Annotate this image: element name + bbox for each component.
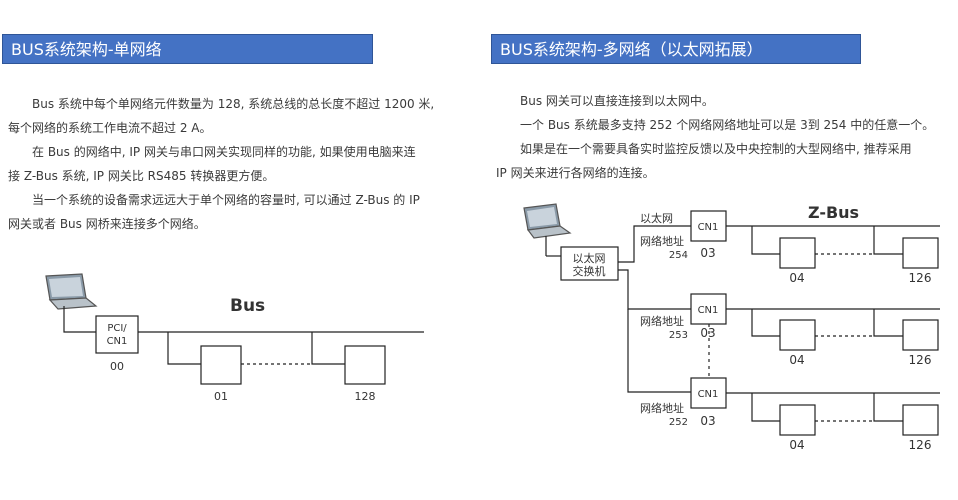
node-box	[902, 319, 939, 351]
text-line: 当一个系统的设备需求远远大于单个网络的容量时, 可以通过 Z-Bus 的 IP	[32, 193, 420, 207]
switch-label: 交换机	[573, 264, 606, 278]
network-address-label: 网络地址	[640, 401, 684, 415]
gateway-label: CN1	[107, 336, 128, 347]
multi-network-description: Bus 网关可以直接连接到以太网中。 一个 Bus 系统最多支持 252 个网络…	[496, 89, 951, 185]
text-line: IP 网关来进行各网络的连接。	[496, 166, 655, 180]
zbus-label: Z-Bus	[808, 203, 859, 222]
gateway-box	[95, 315, 139, 354]
gateway-id: 03	[700, 326, 715, 340]
node-id: 126	[909, 353, 932, 367]
text-line: 每个网络的系统工作电流不超过 2 A。	[8, 121, 212, 135]
text-line: 网关或者 Bus 网桥来连接多个网络。	[8, 217, 206, 231]
node-box	[344, 345, 386, 385]
section-header-single-network: BUS系统架构-单网络	[2, 34, 373, 64]
laptop-icon	[523, 203, 572, 239]
node-id: 126	[909, 271, 932, 285]
network-address-label: 网络地址	[640, 314, 684, 328]
text-line: 如果是在一个需要具备实时监控反馈以及中央控制的大型网络中, 推荐采用	[520, 142, 912, 156]
gateway-label: CN1	[698, 222, 719, 233]
ethernet-switch-box	[560, 246, 619, 281]
multi-network-diagram	[523, 203, 940, 436]
node-box	[779, 319, 816, 351]
text-line: 一个 Bus 系统最多支持 252 个网络网络地址可以是 3到 254 中的任意…	[520, 118, 935, 132]
network-address: 254	[669, 250, 688, 261]
node-box	[902, 237, 939, 269]
laptop-icon	[45, 273, 98, 310]
bus-label: Bus	[230, 296, 265, 316]
node-box	[779, 237, 816, 269]
node-box	[902, 404, 939, 436]
section-header-multi-network: BUS系统架构-多网络（以太网拓展）	[491, 34, 861, 64]
node-box	[200, 345, 242, 385]
text-line: Bus 网关可以直接连接到以太网中。	[520, 94, 714, 108]
node-id: 126	[909, 438, 932, 452]
node-id: 128	[355, 390, 376, 403]
switch-label: 以太网	[573, 252, 606, 265]
gateway-id: 00	[110, 360, 124, 373]
node-box	[779, 404, 816, 436]
text-line: 接 Z-Bus 系统, IP 网关比 RS485 转换器更方便。	[8, 169, 275, 183]
node-id: 04	[789, 271, 804, 285]
gateway-label: CN1	[698, 389, 719, 400]
gateway-label: CN1	[698, 305, 719, 316]
single-network-description: Bus 系统中每个单网络元件数量为 128, 系统总线的总长度不超过 1200 …	[8, 92, 448, 236]
gateway-label: PCI/	[107, 323, 127, 334]
network-address-label: 网络地址	[640, 234, 684, 248]
node-id: 04	[789, 438, 804, 452]
node-id: 04	[789, 353, 804, 367]
text-line: Bus 系统中每个单网络元件数量为 128, 系统总线的总长度不超过 1200 …	[32, 97, 435, 111]
node-id: 01	[214, 390, 228, 403]
gateway-id: 03	[700, 246, 715, 260]
network-address: 252	[669, 417, 688, 428]
gateway-id: 03	[700, 414, 715, 428]
network-address: 253	[669, 330, 688, 341]
single-network-diagram	[45, 273, 424, 385]
text-line: 在 Bus 的网络中, IP 网关与串口网关实现同样的功能, 如果使用电脑来连	[32, 145, 416, 159]
ethernet-label: 以太网	[640, 212, 673, 225]
